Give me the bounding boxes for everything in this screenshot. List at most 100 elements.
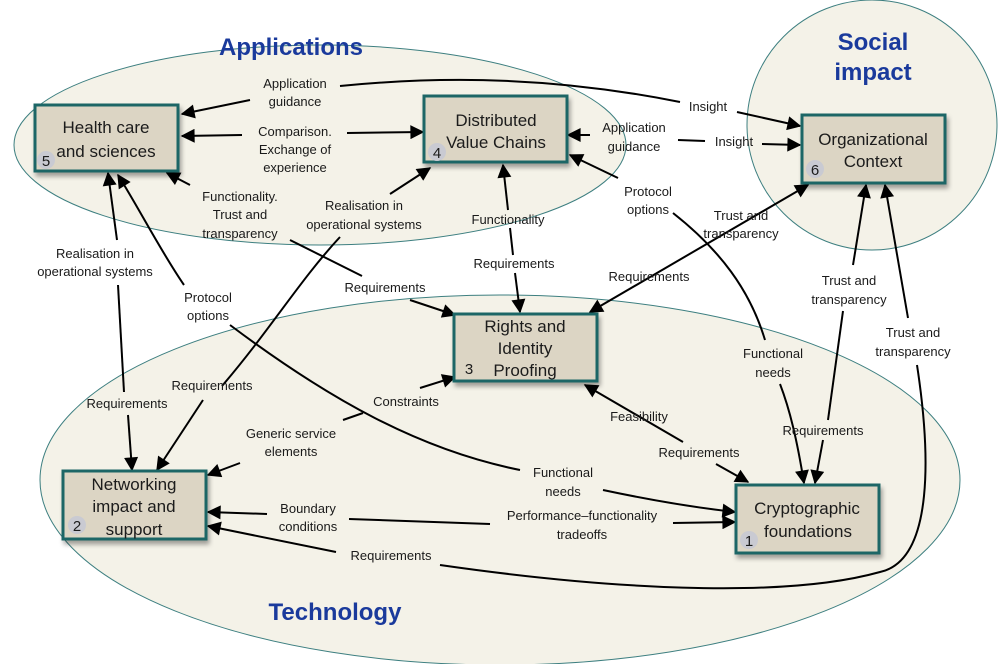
label-functional-needs-6-l1: Functional (743, 346, 803, 361)
label-requirements-bottom: Requirements (351, 548, 432, 563)
edge-generic-to-2 (206, 462, 241, 478)
edge-requirements-to-1-right (810, 439, 825, 485)
label-protocol-4-l2: options (627, 202, 669, 217)
label-functional-needs-1-l1: Functional (533, 465, 593, 480)
edge-requirements-to-3-top (511, 272, 526, 314)
edge-functionality-to-4 (497, 163, 512, 211)
label-requirements-1-top: Requirements (783, 423, 864, 438)
edge-realisation-requirements-line (117, 284, 125, 393)
label-protocol-4-l1: Protocol (624, 184, 672, 199)
node-distributed-value-chains-number: 4 (433, 145, 441, 162)
node-organizational-context[interactable]: Organizational Context 6 (800, 113, 947, 185)
edge-guidance-insight-line (677, 139, 706, 142)
label-application-guidance-4-l1: Application (602, 120, 666, 135)
edge-insight-mid-arrow (761, 137, 802, 152)
edge-boundary-to-2 (206, 505, 268, 520)
node-cryptographic-line1: Cryptographic (754, 499, 860, 518)
node-cryptographic[interactable]: Cryptographic foundations 1 (734, 483, 881, 555)
node-networking-line2: impact and (92, 497, 175, 516)
node-organizational-context-number-badge (806, 160, 824, 178)
edge-trust-to-6 (852, 183, 871, 266)
label-constraints: Constraints (373, 394, 439, 409)
region-technology (39, 294, 961, 664)
region-title-applications: Applications (219, 34, 363, 61)
label-requirements-3-top: Requirements (474, 256, 555, 271)
edge-realisation-to-5 (102, 171, 118, 241)
edge-labels: Application guidance Comparison. Exchang… (37, 76, 951, 563)
label-requirements-1-left: Requirements (659, 445, 740, 460)
label-perf-l2: tradeoffs (557, 527, 608, 542)
edge-requirements-to-3 (409, 299, 457, 318)
edge-realisation-to-4 (389, 167, 432, 195)
edge-comparison-to-4 (346, 125, 425, 140)
edge-functionality-trust-to-5 (165, 172, 191, 186)
label-protocol-5-l2: options (187, 308, 229, 323)
label-protocol-5-l1: Protocol (184, 290, 232, 305)
label-generic-l1: Generic service (246, 426, 336, 441)
edge-insight-top-arrow (736, 111, 802, 131)
region-title-social-line1: Social (838, 29, 909, 56)
node-distributed-value-chains-line2: Value Chains (446, 133, 546, 152)
edge-requirements-down-to-2 (124, 414, 139, 472)
node-rights-identity-line1: Rights and (484, 317, 565, 336)
edge-application-guidance-to-5 (180, 99, 251, 119)
node-health-care-line2: and sciences (56, 142, 155, 161)
node-organizational-context-number: 6 (811, 162, 819, 179)
edge-requirements-to-1-left (715, 463, 750, 483)
edge-protocol-to-4 (568, 154, 619, 179)
label-func-trust-5-l2: Trust and (213, 207, 267, 222)
edge-insight-top (339, 78, 681, 103)
label-functional-needs-6-l2: needs (755, 365, 791, 380)
node-networking-number: 2 (73, 518, 81, 535)
edge-transparency-to-requirements (289, 239, 363, 277)
node-distributed-value-chains[interactable]: Distributed Value Chains 4 (422, 94, 569, 164)
label-comparison-l2: Exchange of (259, 142, 332, 157)
label-func-trust-5-l3: transparency (202, 226, 278, 241)
node-networking[interactable]: Networking impact and support 2 (61, 469, 208, 541)
node-organizational-context-line2: Context (844, 152, 903, 171)
edge-trust-6-to-3 (588, 184, 810, 313)
label-realisation-5-l1: Realisation in (56, 246, 134, 261)
node-rights-identity-line3: Proofing (493, 361, 556, 380)
node-networking-number-badge (68, 516, 86, 534)
node-networking-line1: Networking (91, 475, 176, 494)
node-organizational-context-box (800, 113, 947, 185)
node-networking-line3: support (106, 520, 163, 539)
node-health-care[interactable]: Health care and sciences 5 (33, 103, 180, 173)
edge-functional-needs-to-1-down (779, 383, 809, 485)
edge-requirements-to-2-bottom (206, 521, 337, 553)
label-realisation-5-l2: operational systems (37, 264, 153, 279)
label-insight-mid: Insight (715, 134, 754, 149)
node-health-care-box (33, 103, 180, 173)
label-trust-6-2-l1: Trust and (886, 325, 940, 340)
label-trust-6-3-l1: Trust and (714, 208, 768, 223)
edge-requirements-to-2 (156, 399, 204, 472)
label-application-guidance-4-l2: guidance (608, 139, 661, 154)
label-requirements-2-mid: Requirements (172, 378, 253, 393)
label-comparison-l3: experience (263, 160, 327, 175)
region-title-social-line2: impact (834, 59, 911, 86)
edges (102, 78, 927, 590)
edge-trust-requirements-line (827, 310, 844, 421)
label-functional-needs-1-l2: needs (545, 484, 581, 499)
node-rights-identity-box (452, 312, 599, 383)
label-application-guidance-5-l1: Application (263, 76, 327, 91)
node-cryptographic-number: 1 (745, 533, 753, 550)
label-func-trust-5-l1: Functionality. (202, 189, 278, 204)
node-rights-identity[interactable]: Rights and Identity Proofing 3 (452, 312, 599, 383)
edge-protocol-to-5 (117, 173, 185, 286)
edge-bottom-long-curve (439, 364, 927, 590)
label-requirements-2-left: Requirements (87, 396, 168, 411)
label-requirements-3-left: Requirements (345, 280, 426, 295)
node-cryptographic-box (734, 483, 881, 555)
label-realisation-4-l2: operational systems (306, 217, 422, 232)
label-trust-6-1-l1: Trust and (822, 273, 876, 288)
node-health-care-line1: Health care (63, 118, 150, 137)
label-application-guidance-5-l2: guidance (269, 94, 322, 109)
node-rights-identity-line2: Identity (498, 339, 553, 358)
edge-realisation-to-requirements (221, 236, 341, 387)
edge-boundary-perf-line (348, 518, 491, 525)
label-insight-top: Insight (689, 99, 728, 114)
edge-generic-constraints-line (342, 412, 364, 421)
node-rights-identity-number: 3 (465, 361, 473, 378)
